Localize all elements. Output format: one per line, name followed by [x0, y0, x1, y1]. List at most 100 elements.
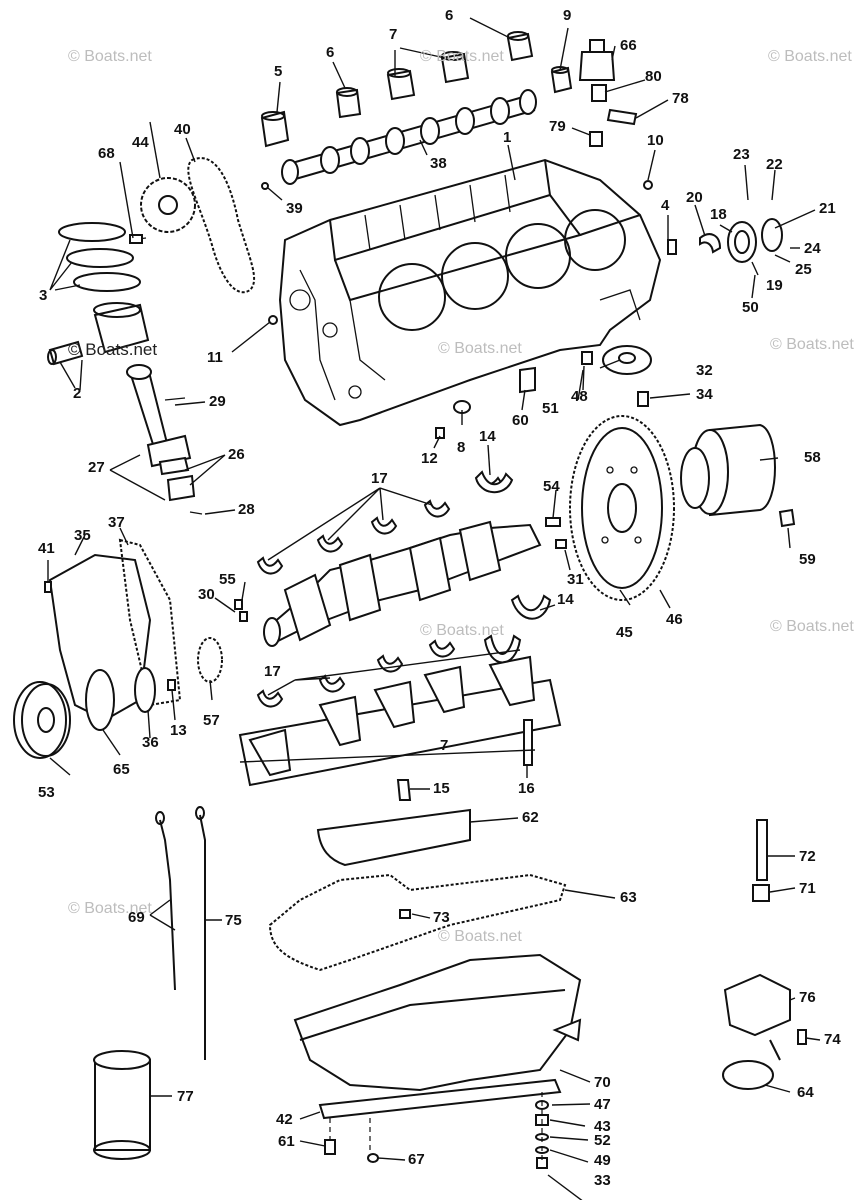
callout-24: 24 — [804, 240, 821, 257]
callout-14b: 14 — [557, 591, 574, 608]
watermark: © Boats.net — [438, 928, 522, 945]
dipstick — [155, 806, 206, 1060]
piston — [47, 302, 150, 366]
callout-23: 23 — [733, 146, 750, 163]
callout-5: 5 — [274, 63, 283, 80]
timing-gear-chain — [129, 157, 255, 294]
callout-19: 19 — [766, 277, 783, 294]
callout-55: 55 — [219, 571, 236, 588]
callout-42: 42 — [276, 1111, 293, 1128]
callout-11: 11 — [207, 349, 223, 366]
callout-50: 50 — [742, 299, 759, 316]
callout-4: 4 — [661, 197, 670, 214]
callout-80: 80 — [645, 68, 662, 85]
callout-18: 18 — [710, 206, 727, 223]
callout-8: 8 — [457, 439, 466, 456]
callout-33: 33 — [594, 1172, 611, 1189]
callout-45: 45 — [616, 624, 633, 641]
oil-pump-drive — [602, 345, 652, 407]
callout-47: 47 — [594, 1096, 611, 1113]
watermark: © Boats.net — [438, 340, 522, 357]
callout-74: 74 — [824, 1031, 841, 1048]
engine-block — [278, 158, 662, 427]
callout-9: 9 — [563, 7, 572, 24]
callout-69: 69 — [128, 909, 145, 926]
callout-25: 25 — [795, 261, 812, 278]
rear-seal — [667, 218, 783, 263]
callout-16: 16 — [518, 780, 535, 797]
callout-78: 78 — [672, 90, 689, 107]
piston-rings — [58, 222, 141, 292]
callout-52: 52 — [594, 1132, 611, 1149]
camshaft — [281, 89, 537, 185]
callout-6b: 6 — [445, 7, 454, 24]
oil-pump — [722, 819, 791, 1090]
callout-30: 30 — [198, 586, 215, 603]
callout-7b: 7 — [440, 737, 449, 754]
callout-62: 62 — [522, 809, 539, 826]
callout-1: 1 — [503, 129, 512, 146]
callout-65: 65 — [113, 761, 130, 778]
callout-20: 20 — [686, 189, 703, 206]
callout-26: 26 — [228, 446, 245, 463]
callout-31: 31 — [567, 571, 584, 588]
callout-73: 73 — [433, 909, 450, 926]
callout-21: 21 — [819, 200, 836, 217]
callout-58: 58 — [804, 449, 821, 466]
callout-17b: 17 — [264, 663, 281, 680]
callout-2: 2 — [73, 385, 82, 402]
watermark: © Boats.net — [770, 618, 854, 635]
callout-63: 63 — [620, 889, 637, 906]
callout-68: 68 — [98, 145, 115, 162]
leader-lines — [47, 17, 821, 1200]
coupler — [680, 423, 796, 528]
callout-75: 75 — [225, 912, 242, 929]
watermark: © Boats.net — [420, 622, 504, 639]
callout-17: 17 — [371, 470, 388, 487]
callout-67: 67 — [408, 1151, 425, 1168]
callout-40: 40 — [174, 121, 191, 138]
callout-70: 70 — [594, 1074, 611, 1091]
callout-46: 46 — [666, 611, 683, 628]
callout-10: 10 — [647, 132, 664, 149]
watermark: © Boats.net — [68, 340, 158, 359]
callout-7: 7 — [389, 26, 398, 43]
dowel-31 — [555, 539, 567, 549]
callout-14: 14 — [479, 428, 496, 445]
watermark: © Boats.net — [768, 48, 852, 65]
callout-6: 6 — [326, 44, 335, 61]
callout-35: 35 — [74, 527, 91, 544]
watermark: © Boats.net — [770, 336, 854, 353]
watermark: © Boats.net — [68, 900, 152, 917]
callout-76: 76 — [799, 989, 816, 1006]
callout-13: 13 — [170, 722, 187, 739]
oil-pan-assembly — [268, 808, 582, 1120]
cam-bearings — [260, 31, 573, 148]
callout-60: 60 — [512, 412, 529, 429]
callout-3: 3 — [39, 287, 48, 304]
connecting-rod — [126, 364, 203, 515]
callout-34: 34 — [696, 386, 713, 403]
callout-39: 39 — [286, 200, 303, 217]
callout-29: 29 — [209, 393, 226, 410]
crankshaft — [263, 520, 542, 647]
callout-48: 48 — [571, 388, 588, 405]
callout-53: 53 — [38, 784, 55, 801]
callout-43: 43 — [594, 1118, 611, 1135]
callout-61: 61 — [278, 1133, 295, 1150]
callout-22: 22 — [766, 156, 783, 173]
callout-32: 32 — [696, 362, 713, 379]
callout-71: 71 — [799, 880, 816, 897]
callout-37: 37 — [108, 514, 125, 531]
callout-66: 66 — [620, 37, 637, 54]
callout-64: 64 — [797, 1084, 814, 1101]
callout-36: 36 — [142, 734, 159, 751]
callout-59: 59 — [799, 551, 816, 568]
crank-gear — [197, 637, 223, 683]
oil-filter — [93, 1050, 151, 1160]
callout-49: 49 — [594, 1152, 611, 1169]
callout-15: 15 — [433, 780, 450, 797]
oil-sender — [578, 39, 638, 147]
